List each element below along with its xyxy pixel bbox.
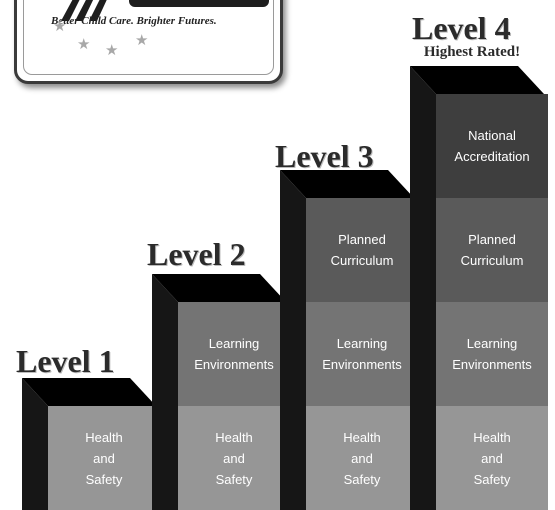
star-icon: ★ xyxy=(105,42,119,59)
block-label-line: and xyxy=(481,450,503,466)
block-label-line: Planned xyxy=(468,232,516,247)
block-label-line: Safety xyxy=(343,471,381,487)
block-label-line: and xyxy=(351,450,373,466)
block-label-line: and xyxy=(93,450,115,466)
logo-tagline: Better Child Care. Brighter Futures. xyxy=(51,15,217,27)
block-label-line: Health xyxy=(85,429,123,445)
block-label-line: Curriculum xyxy=(330,253,394,268)
level-1-title: Level 1 xyxy=(16,343,115,379)
column-top-face xyxy=(280,170,414,198)
block-label-line: Health xyxy=(343,429,381,445)
logo-wordmark xyxy=(129,0,269,7)
block-label-line: Safety xyxy=(473,471,511,487)
star-icon: ★ xyxy=(77,36,91,53)
block-label-line: Safety xyxy=(85,471,123,487)
block-label-line: Accreditation xyxy=(454,149,530,164)
block-label-line: Planned xyxy=(338,232,386,247)
block-label-line: Learning xyxy=(466,336,518,351)
block-label-line: Environments xyxy=(452,357,532,372)
level-4-subtitle: Highest Rated! xyxy=(423,44,521,60)
column-side-face xyxy=(410,66,436,510)
block-label-line: Learning xyxy=(208,336,260,351)
block-label-line: National xyxy=(468,128,516,143)
column-top-face xyxy=(152,274,286,302)
column-side-face xyxy=(152,274,178,510)
block-label-line: Safety xyxy=(215,471,253,487)
block-label-line: Learning xyxy=(336,336,388,351)
block-label-line: Curriculum xyxy=(460,253,524,268)
block-label-line: Environments xyxy=(322,357,402,372)
column-top-face xyxy=(22,378,156,406)
block-label-line: Environments xyxy=(194,357,274,372)
block-label-line: Health xyxy=(215,429,253,445)
level-4-title: Level 4 xyxy=(412,10,511,46)
block-label-line: Health xyxy=(473,429,511,445)
star-icon: ★ xyxy=(135,32,149,49)
star-icon: ★ xyxy=(53,18,67,35)
flag-stripes-icon xyxy=(61,0,107,21)
program-logo: Better Child Care. Brighter Futures. ★ ★… xyxy=(14,0,283,84)
block-label-line: and xyxy=(223,450,245,466)
column-top-face xyxy=(410,66,544,94)
level-2-title: Level 2 xyxy=(147,236,246,272)
level-3-title: Level 3 xyxy=(275,138,374,174)
column-side-face xyxy=(280,170,306,510)
